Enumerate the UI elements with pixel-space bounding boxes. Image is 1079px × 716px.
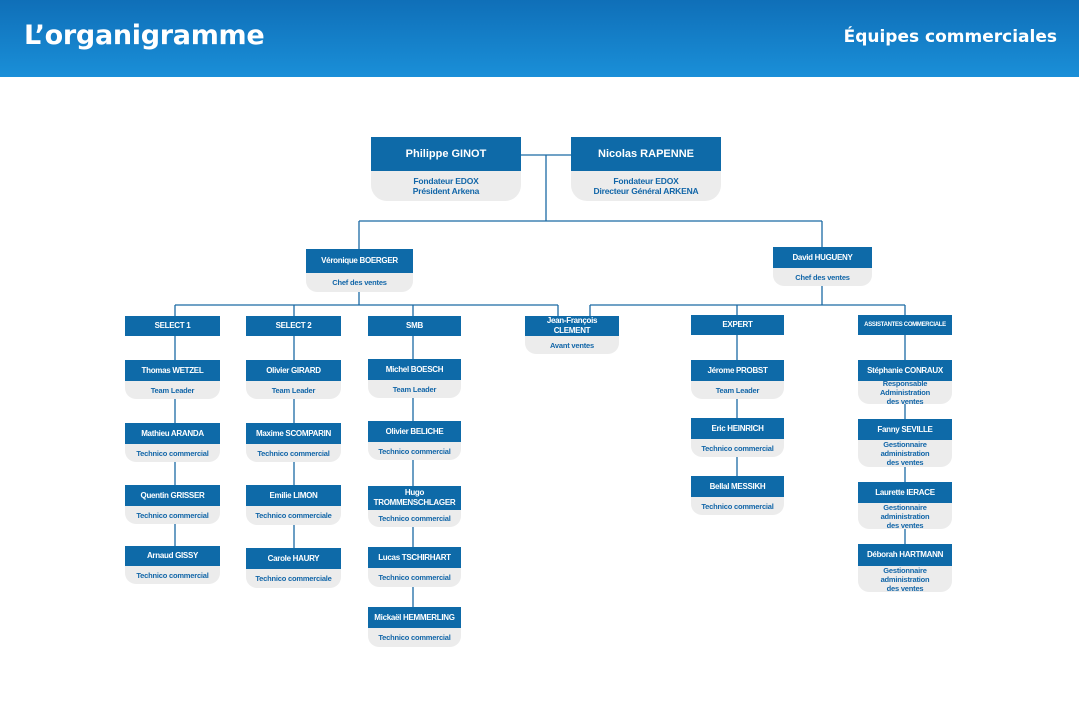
node-name: Emilie LIMON bbox=[246, 485, 341, 506]
org-node-olivier-girard: Olivier GIRARD Team Leader bbox=[246, 360, 341, 399]
org-node-arnaud-gissy: Arnaud GISSY Technico commercial bbox=[125, 546, 220, 584]
org-node-eric-heinrich: Eric HEINRICH Technico commercial bbox=[691, 418, 784, 457]
org-node-thomas-wetzel: Thomas WETZEL Team Leader bbox=[125, 360, 220, 399]
node-role: Technico commercial bbox=[691, 439, 784, 457]
team-label: SMB bbox=[368, 316, 461, 336]
team-label: ASSISTANTES COMMERCIALE bbox=[858, 315, 952, 335]
node-name: Carole HAURY bbox=[246, 548, 341, 569]
node-role: Avant ventes bbox=[525, 336, 619, 354]
org-node-jerome-probst: Jérome PROBST Team Leader bbox=[691, 360, 784, 399]
node-name: Thomas WETZEL bbox=[125, 360, 220, 381]
node-role: Technico commerciale bbox=[246, 506, 341, 525]
org-node-lucas-tschirhart: Lucas TSCHIRHART Technico commercial bbox=[368, 547, 461, 587]
org-node-mathieu-aranda: Mathieu ARANDA Technico commercial bbox=[125, 423, 220, 462]
team-header-select1: SELECT 1 bbox=[125, 316, 220, 336]
node-name: Mathieu ARANDA bbox=[125, 423, 220, 444]
node-role: Team Leader bbox=[246, 381, 341, 399]
node-name: Nicolas RAPENNE bbox=[571, 137, 721, 171]
node-name: Quentin GRISSER bbox=[125, 485, 220, 506]
node-name: Michel BOESCH bbox=[368, 359, 461, 380]
node-name: Lucas TSCHIRHART bbox=[368, 547, 461, 568]
node-role: Technico commercial bbox=[368, 568, 461, 587]
node-role: Technico commercial bbox=[368, 510, 461, 527]
node-name: Véronique BOERGER bbox=[306, 249, 413, 273]
org-node-emilie-limon: Emilie LIMON Technico commerciale bbox=[246, 485, 341, 525]
node-name: Bellal MESSIKH bbox=[691, 476, 784, 497]
node-role: Technico commercial bbox=[368, 442, 461, 460]
node-role: Gestionnaire administration des ventes bbox=[858, 440, 952, 467]
node-role: Gestionnaire administration des ventes bbox=[858, 566, 952, 593]
team-header-assistantes: ASSISTANTES COMMERCIALE bbox=[858, 315, 952, 335]
org-node-laurette-ierace: Laurette IERACE Gestionnaire administrat… bbox=[858, 482, 952, 530]
node-role: Technico commercial bbox=[691, 497, 784, 515]
org-node-carole-haury: Carole HAURY Technico commerciale bbox=[246, 548, 341, 588]
page-title: L’organigramme bbox=[24, 20, 265, 51]
node-name: Maxime SCOMPARIN bbox=[246, 423, 341, 444]
node-role: Fondateur EDOX Président Arkena bbox=[371, 171, 521, 201]
team-header-expert: EXPERT bbox=[691, 315, 784, 335]
node-role: Fondateur EDOX Directeur Général ARKENA bbox=[571, 171, 721, 201]
node-name: Hugo TROMMENSCHLAGER bbox=[368, 486, 461, 510]
node-name: David HUGUENY bbox=[773, 247, 872, 268]
team-label: SELECT 1 bbox=[125, 316, 220, 336]
node-name: Déborah HARTMANN bbox=[858, 544, 952, 566]
org-node-bellal-messikh: Bellal MESSIKH Technico commercial bbox=[691, 476, 784, 515]
node-name: Fanny SEVILLE bbox=[858, 419, 952, 440]
org-node-deborah-hartmann: Déborah HARTMANN Gestionnaire administra… bbox=[858, 544, 952, 593]
node-name: Olivier BELICHE bbox=[368, 421, 461, 442]
node-role: Chef des ventes bbox=[773, 268, 872, 286]
node-role: Gestionnaire administration des ventes bbox=[858, 503, 952, 530]
node-name: Laurette IERACE bbox=[858, 482, 952, 503]
org-node-olivier-beliche: Olivier BELICHE Technico commercial bbox=[368, 421, 461, 460]
node-role: Team Leader bbox=[691, 381, 784, 399]
node-role: Technico commercial bbox=[368, 628, 461, 647]
org-node-mickael-hemmerling: Mickaël HEMMERLING Technico commercial bbox=[368, 607, 461, 647]
team-header-select2: SELECT 2 bbox=[246, 316, 341, 336]
node-role: Technico commercial bbox=[125, 506, 220, 524]
org-node-philippe-ginot: Philippe GINOT Fondateur EDOX Président … bbox=[371, 137, 521, 201]
org-node-nicolas-rapenne: Nicolas RAPENNE Fondateur EDOX Directeur… bbox=[571, 137, 721, 201]
node-name: Eric HEINRICH bbox=[691, 418, 784, 439]
node-role: Technico commercial bbox=[125, 566, 220, 584]
org-node-hugo-trommenschlager: Hugo TROMMENSCHLAGER Technico commercial bbox=[368, 486, 461, 527]
org-node-fanny-seville: Fanny SEVILLE Gestionnaire administratio… bbox=[858, 419, 952, 467]
node-role: Technico commercial bbox=[246, 444, 341, 462]
team-header-smb: SMB bbox=[368, 316, 461, 336]
org-node-stephanie-conraux: Stéphanie CONRAUX Responsable Administra… bbox=[858, 360, 952, 406]
org-node-quentin-grisser: Quentin GRISSER Technico commercial bbox=[125, 485, 220, 524]
node-role: Team Leader bbox=[368, 380, 461, 398]
org-node-michel-boesch: Michel BOESCH Team Leader bbox=[368, 359, 461, 398]
page-subtitle: Équipes commerciales bbox=[843, 27, 1057, 47]
page-header: L’organigramme Équipes commerciales bbox=[0, 0, 1079, 77]
node-role: Responsable Administration des ventes bbox=[858, 379, 952, 406]
org-node-david-hugueny: David HUGUENY Chef des ventes bbox=[773, 247, 872, 286]
node-role: Technico commerciale bbox=[246, 569, 341, 588]
node-name: Mickaël HEMMERLING bbox=[368, 607, 461, 628]
node-role: Team Leader bbox=[125, 381, 220, 399]
team-label: EXPERT bbox=[691, 315, 784, 335]
node-name: Jean-François CLEMENT bbox=[525, 316, 619, 336]
node-role: Chef des ventes bbox=[306, 273, 413, 292]
node-name: Olivier GIRARD bbox=[246, 360, 341, 381]
node-name: Stéphanie CONRAUX bbox=[858, 360, 952, 381]
node-role: Technico commercial bbox=[125, 444, 220, 462]
org-node-veronique-boerger: Véronique BOERGER Chef des ventes bbox=[306, 249, 413, 292]
org-node-jean-francois-clement: Jean-François CLEMENT Avant ventes bbox=[525, 316, 619, 354]
node-name: Philippe GINOT bbox=[371, 137, 521, 171]
node-name: Jérome PROBST bbox=[691, 360, 784, 381]
node-name: Arnaud GISSY bbox=[125, 546, 220, 566]
org-node-maxime-scomparin: Maxime SCOMPARIN Technico commercial bbox=[246, 423, 341, 462]
team-label: SELECT 2 bbox=[246, 316, 341, 336]
